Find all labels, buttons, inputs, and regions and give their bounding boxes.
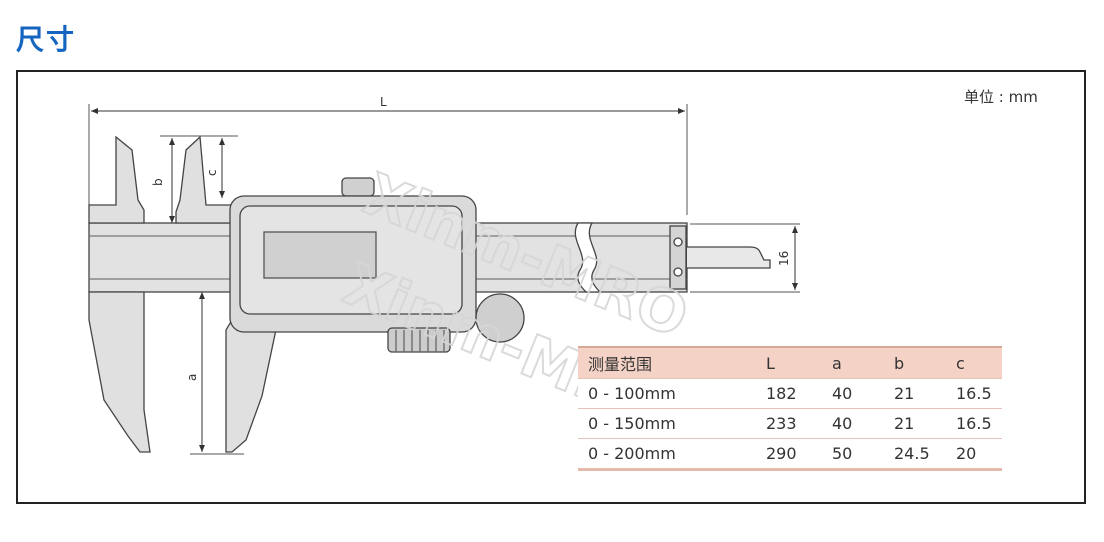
cell-a: 40 — [822, 408, 884, 439]
cell-c: 16.5 — [946, 408, 1002, 439]
dim-label-L: L — [380, 95, 387, 109]
header-L: L — [756, 346, 822, 379]
dimension-L: L — [88, 95, 688, 215]
unit-label: 单位 : mm — [964, 88, 1038, 106]
slider-jaw — [175, 135, 525, 453]
table-row: 0 - 150mm 233 40 21 16.5 — [578, 408, 1002, 439]
fixed-jaw — [88, 135, 151, 453]
cell-b: 21 — [884, 408, 946, 439]
header-a: a — [822, 346, 884, 379]
dimension-a: a — [185, 292, 244, 455]
dimension-c: c — [200, 135, 238, 198]
diagram-frame — [16, 70, 1086, 504]
dim-label-c: c — [205, 169, 219, 176]
cell-a: 50 — [822, 438, 884, 471]
cell-b: 21 — [884, 378, 946, 409]
dim-label-b: b — [151, 178, 165, 186]
spec-table: 测量范围 L a b c 0 - 100mm 182 40 21 16.5 0 … — [578, 346, 1002, 471]
header-range: 测量范围 — [578, 346, 756, 379]
cell-L: 290 — [756, 438, 822, 471]
table-row: 0 - 100mm 182 40 21 16.5 — [578, 378, 1002, 409]
header-b: b — [884, 346, 946, 379]
table-row: 0 - 200mm 290 50 24.5 20 — [578, 438, 1002, 471]
dim-label-a: a — [185, 374, 199, 381]
cell-range: 0 - 100mm — [578, 378, 756, 409]
cell-a: 40 — [822, 378, 884, 409]
header-c: c — [946, 346, 1002, 379]
cell-L: 233 — [756, 408, 822, 439]
dim-label-16: 16 — [777, 251, 791, 266]
cell-range: 0 - 150mm — [578, 408, 756, 439]
cell-b: 24.5 — [884, 438, 946, 471]
cell-c: 20 — [946, 438, 1002, 471]
table-header-row: 测量范围 L a b c — [578, 346, 1002, 379]
cell-L: 182 — [756, 378, 822, 409]
dimension-16: 16 — [690, 223, 800, 293]
cell-range: 0 - 200mm — [578, 438, 756, 471]
page-title: 尺寸 — [16, 23, 77, 56]
cell-c: 16.5 — [946, 378, 1002, 409]
